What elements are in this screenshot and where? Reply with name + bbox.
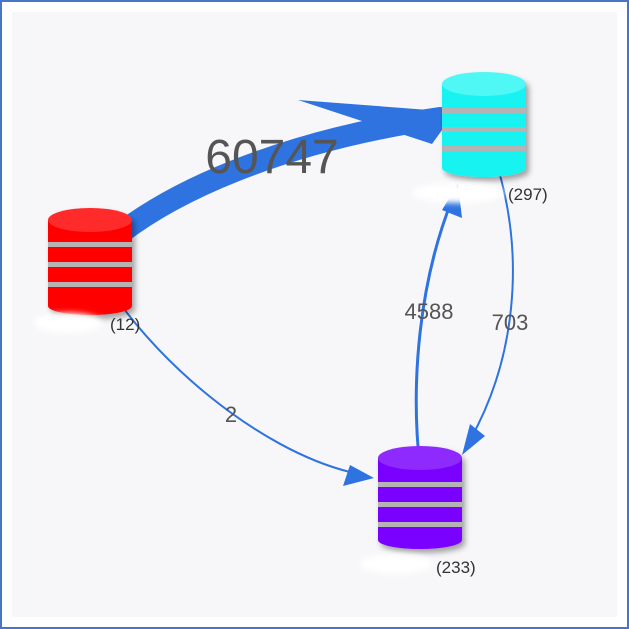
edge-label-703: 703 — [492, 310, 529, 335]
node-red-count: (12) — [110, 315, 140, 334]
node-purple-count: (233) — [436, 558, 476, 577]
edge-label-2: 2 — [225, 402, 237, 427]
node-cyan-database[interactable] — [442, 72, 526, 177]
edge-cyan-to-purple-arrowhead — [462, 424, 485, 455]
redacted-name — [34, 313, 102, 333]
node-cyan-label: (297) — [412, 183, 548, 204]
edge-label-4588: 4588 — [405, 299, 454, 324]
edge-red-to-purple[interactable] — [97, 269, 374, 486]
node-red-label: (12) — [34, 313, 140, 334]
edge-red-to-cyan-arrowhead — [298, 100, 455, 144]
node-red-database[interactable] — [48, 208, 132, 315]
edge-red-to-purple-arrowhead — [343, 465, 374, 486]
edge-purple-to-cyan-line — [414, 199, 454, 469]
node-cyan-count: (297) — [508, 185, 548, 204]
redacted-name — [412, 183, 504, 203]
edge-red-to-purple-line — [97, 269, 351, 473]
edge-cyan-to-purple[interactable] — [462, 167, 514, 455]
node-purple-database[interactable] — [378, 446, 462, 549]
edge-label-60747: 60747 — [205, 131, 338, 184]
edge-cyan-to-purple-line — [469, 167, 514, 441]
node-purple-label: (233) — [360, 554, 476, 577]
edge-purple-to-cyan[interactable] — [414, 184, 462, 469]
redacted-name — [360, 554, 432, 574]
